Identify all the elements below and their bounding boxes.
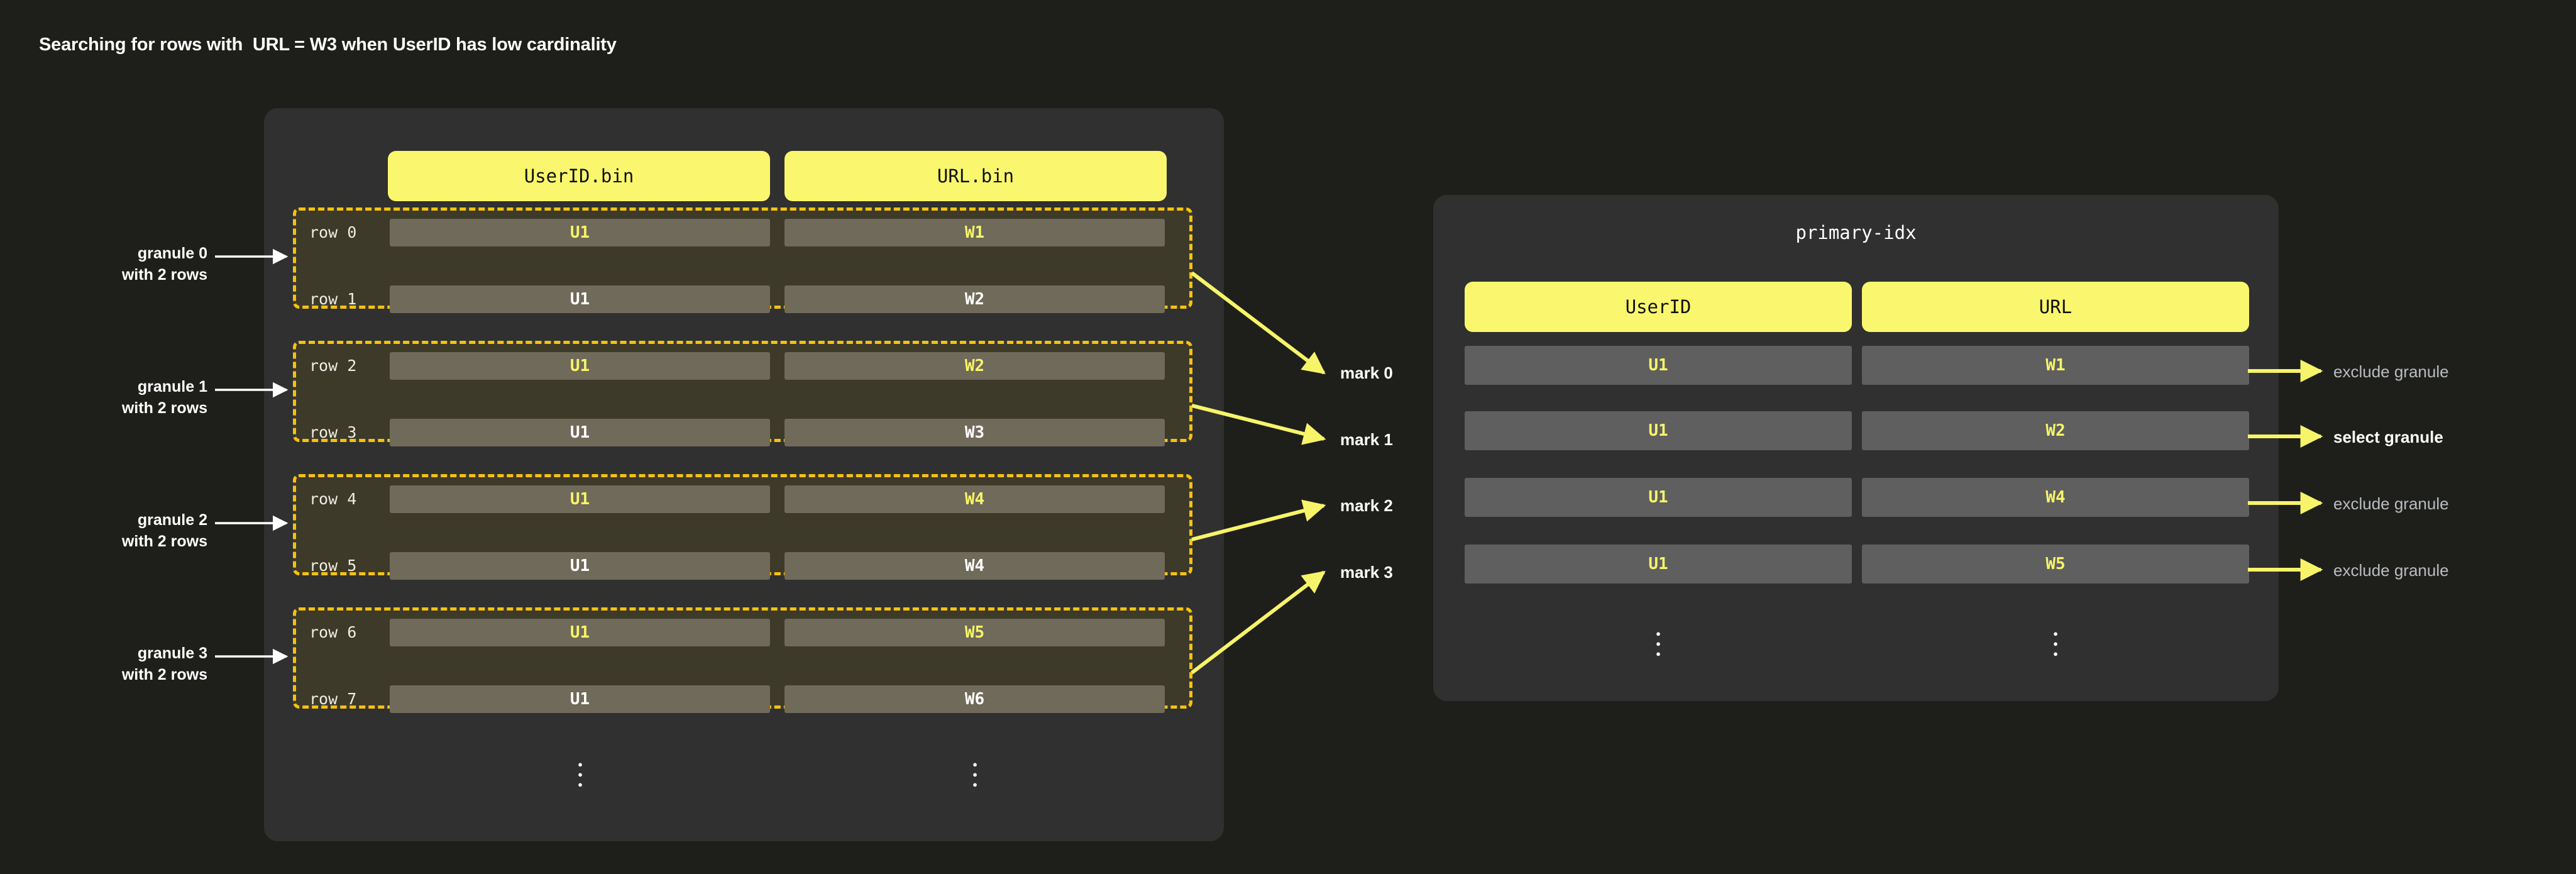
row-label-2: row 2 xyxy=(309,357,357,375)
pidx-cell-url-2: W4 xyxy=(1862,478,2249,517)
granule-caption-2: granule 2 with 2 rows xyxy=(121,511,207,550)
decision-label-0: exclude granule xyxy=(2333,362,2449,381)
row-label-0: row 0 xyxy=(309,223,357,241)
mark-label-2: mark 2 xyxy=(1340,496,1393,515)
cell-userid-row-0: U1 xyxy=(390,219,770,246)
ellipsis-dot: ● xyxy=(2053,639,2058,648)
granule-caption-3: granule 3 with 2 rows xyxy=(121,644,207,683)
column-header-userid-bin: UserID.bin xyxy=(388,151,770,201)
cell-userid-row-7: U1 xyxy=(390,685,770,713)
pidx-cell-url-0: W1 xyxy=(1862,346,2249,385)
ellipsis-dot: ● xyxy=(2053,649,2058,658)
row-label-3: row 3 xyxy=(309,423,357,441)
pidx-cell-userid-1: U1 xyxy=(1465,411,1852,450)
row-label-7: row 7 xyxy=(309,690,357,708)
cell-userid-row-4: U1 xyxy=(390,485,770,513)
row-label-4: row 4 xyxy=(309,490,357,508)
ellipsis-dot: ● xyxy=(2053,629,2058,638)
cell-userid-row-5: U1 xyxy=(390,552,770,580)
decision-label-2: exclude granule xyxy=(2333,494,2449,513)
cell-url-row-1: W2 xyxy=(784,285,1165,313)
ellipsis-dot: ● xyxy=(578,760,583,769)
mark-label-3: mark 3 xyxy=(1340,563,1393,582)
primary-index-title: primary-idx xyxy=(1795,222,1917,243)
cell-url-row-6: W5 xyxy=(784,619,1165,646)
pidx-column-header-url: URL xyxy=(1862,282,2249,332)
ellipsis-dot: ● xyxy=(578,770,583,779)
row-label-1: row 1 xyxy=(309,290,357,308)
ellipsis-dot: ● xyxy=(578,780,583,789)
pidx-cell-url-1: W2 xyxy=(1862,411,2249,450)
ellipsis-userid-bin: ● ● ● xyxy=(568,760,593,790)
cell-url-row-4: W4 xyxy=(784,485,1165,513)
granule-caption-1: granule 1 with 2 rows xyxy=(121,378,207,417)
ellipsis-pidx-userid: ● ● ● xyxy=(1646,629,1671,659)
cell-url-row-0: W1 xyxy=(784,219,1165,246)
ellipsis-dot: ● xyxy=(972,760,977,769)
page-title: Searching for rows with URL = W3 when Us… xyxy=(39,35,617,55)
row-label-5: row 5 xyxy=(309,556,357,575)
cell-userid-row-3: U1 xyxy=(390,419,770,446)
ellipsis-url-bin: ● ● ● xyxy=(962,760,988,790)
cell-userid-row-1: U1 xyxy=(390,285,770,313)
decision-label-1: select granule xyxy=(2333,428,2443,446)
decision-label-3: exclude granule xyxy=(2333,561,2449,580)
ellipsis-dot: ● xyxy=(972,770,977,779)
ellipsis-dot: ● xyxy=(1656,639,1661,648)
pidx-column-header-userid: UserID xyxy=(1465,282,1852,332)
cell-userid-row-6: U1 xyxy=(390,619,770,646)
cell-url-row-3: W3 xyxy=(784,419,1165,446)
ellipsis-dot: ● xyxy=(1656,649,1661,658)
cell-userid-row-2: U1 xyxy=(390,352,770,380)
cell-url-row-2: W2 xyxy=(784,352,1165,380)
pidx-cell-userid-3: U1 xyxy=(1465,545,1852,584)
granule-caption-0: granule 0 with 2 rows xyxy=(121,245,207,284)
ellipsis-pidx-url: ● ● ● xyxy=(2043,629,2068,659)
pidx-cell-url-3: W5 xyxy=(1862,545,2249,584)
ellipsis-dot: ● xyxy=(972,780,977,789)
mark-label-1: mark 1 xyxy=(1340,430,1393,449)
pidx-cell-userid-2: U1 xyxy=(1465,478,1852,517)
cell-url-row-7: W6 xyxy=(784,685,1165,713)
column-header-url-bin: URL.bin xyxy=(784,151,1167,201)
mark-label-0: mark 0 xyxy=(1340,363,1393,382)
pidx-cell-userid-0: U1 xyxy=(1465,346,1852,385)
row-label-6: row 6 xyxy=(309,623,357,641)
ellipsis-dot: ● xyxy=(1656,629,1661,638)
cell-url-row-5: W4 xyxy=(784,552,1165,580)
